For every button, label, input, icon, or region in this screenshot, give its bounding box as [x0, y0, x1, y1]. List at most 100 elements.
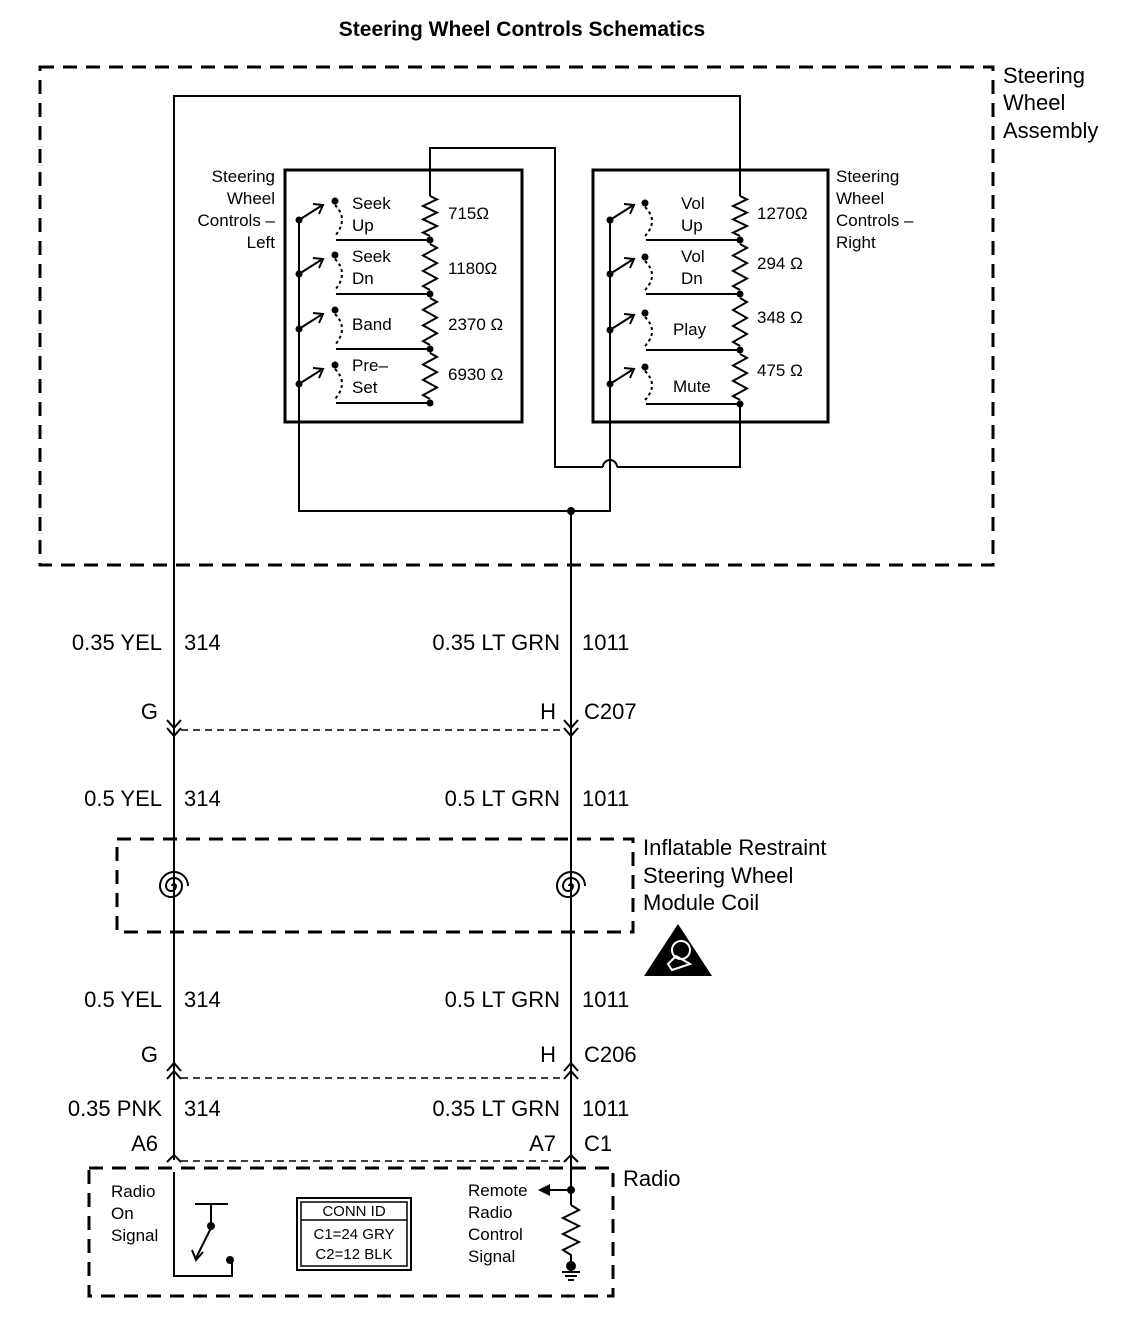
steering-wheel-assembly-boundary [38, 65, 995, 567]
coil-label-1: Inflatable Restraint [643, 835, 826, 860]
seg3-right-circuit: 1011 [582, 987, 629, 1012]
preset-label-1: Pre– [352, 356, 388, 375]
r-1270-label: 1270Ω [757, 204, 808, 223]
right-switch-blade-1 [609, 205, 633, 221]
right-resistor-1 [730, 195, 750, 237]
r-348-label: 348 Ω [757, 308, 803, 327]
assembly-label-line1: Steering [1003, 63, 1085, 88]
preset-label-2: Set [352, 378, 378, 397]
module-coil-boundary [115, 837, 635, 934]
left-controls-label-4: Left [247, 233, 276, 252]
c206-left-pin: G [141, 1042, 158, 1067]
seg3-right-color: 0.5 LT GRN [445, 987, 560, 1012]
conn-id-title: CONN ID [322, 1203, 386, 1220]
right-resistor-2 [730, 243, 750, 291]
right-switch-blade-3 [609, 315, 633, 331]
conn-id-c2: C2=12 BLK [315, 1246, 392, 1263]
assembly-wiring [173, 95, 741, 1160]
seg4-left-circuit: 314 [184, 1096, 221, 1121]
seg1-left-color: 0.35 YEL [72, 630, 162, 655]
right-controls-label-3: Controls – [836, 211, 914, 230]
c207-name: C207 [584, 699, 637, 724]
left-node-4 [426, 399, 434, 407]
left-resistor-4 [420, 352, 440, 400]
left-switch-arrow-4 [312, 367, 325, 379]
assembly-label-line2: Wheel [1003, 90, 1065, 115]
right-switch-arrow-3 [623, 313, 636, 325]
remote-signal-circuit [538, 1160, 582, 1262]
radio-on-signal-1: Radio [111, 1182, 155, 1201]
coil-icon-left [158, 871, 189, 898]
right-resistor-4 [730, 353, 750, 401]
right-node-3 [736, 346, 744, 354]
right-node-2 [736, 290, 744, 298]
right-switch-blade-2 [609, 259, 633, 275]
right-switch-arrow-2 [623, 257, 636, 269]
airbag-warning-icon [644, 924, 712, 976]
left-switch-blade-2 [298, 259, 322, 275]
assembly-label-line3: Assembly [1003, 118, 1098, 143]
radio-boundary [87, 1166, 615, 1298]
remote-signal-3: Control [468, 1225, 523, 1244]
right-switch-actuator-1 [644, 206, 653, 237]
conn-id-table: CONN ID C1=24 GRY C2=12 BLK [296, 1197, 412, 1271]
r-475-label: 475 Ω [757, 361, 803, 380]
right-switch-actuator-2 [644, 260, 653, 291]
seg1-left-circuit: 314 [184, 630, 221, 655]
seg3-left-color: 0.5 YEL [84, 987, 162, 1012]
right-node-1 [736, 236, 744, 244]
remote-signal-1: Remote [468, 1181, 528, 1200]
vol-dn-label-1: Vol [681, 247, 705, 266]
diagram-title: Steering Wheel Controls Schematics [339, 18, 705, 41]
left-controls-label-1: Steering [212, 167, 275, 186]
r-294-label: 294 Ω [757, 254, 803, 273]
seg2-right-circuit: 1011 [582, 786, 629, 811]
left-resistor-ladder [295, 148, 440, 407]
seg2-left-color: 0.5 YEL [84, 786, 162, 811]
left-switch-blade-1 [298, 205, 322, 221]
vol-dn-label-2: Dn [681, 269, 703, 288]
right-resistor-3 [730, 297, 750, 347]
remote-signal-4: Signal [468, 1247, 515, 1266]
left-resistor-1 [420, 195, 440, 237]
left-resistor-2 [420, 243, 440, 291]
r-1180-label: 1180Ω [448, 259, 497, 278]
seek-up-label-2: Up [352, 216, 374, 235]
right-switch-blade-4 [609, 369, 633, 385]
right-switch-arrow-1 [623, 203, 636, 215]
right-controls-box [591, 168, 830, 424]
left-switch-actuator-2 [334, 258, 343, 291]
vol-up-label-2: Up [681, 216, 703, 235]
r-2370-label: 2370 Ω [448, 315, 503, 334]
right-switch-contact-3 [641, 309, 649, 317]
left-switch-contact-1 [331, 197, 339, 205]
coil-icon-right [555, 871, 586, 898]
right-resistor-ladder [606, 185, 750, 408]
vol-up-label-1: Vol [681, 194, 705, 213]
left-switch-arrow-1 [312, 203, 325, 215]
r-715-label: 715Ω [448, 204, 489, 223]
left-switch-blade-3 [298, 314, 322, 330]
radio-right-pin: A7 [529, 1131, 556, 1156]
seek-dn-label-1: Seek [352, 247, 391, 266]
radio-on-switch [173, 1172, 234, 1277]
left-switch-contact-3 [331, 306, 339, 314]
left-switch-arrow-2 [312, 257, 325, 269]
right-switch-actuator-4 [644, 370, 653, 401]
c207-left-pin: G [141, 699, 158, 724]
radio-label: Radio [623, 1166, 680, 1191]
radio-on-signal-3: Signal [111, 1226, 158, 1245]
radio-on-signal-2: On [111, 1204, 134, 1223]
left-node-2 [426, 290, 434, 298]
radio-connector-name: C1 [584, 1131, 612, 1156]
connector-c206: G H C206 [141, 1042, 637, 1080]
junction-dot [567, 507, 575, 515]
right-switch-contact-4 [641, 363, 649, 371]
left-node-1 [426, 236, 434, 244]
left-switch-actuator-4 [334, 368, 343, 400]
seg4-right-color: 0.35 LT GRN [432, 1096, 560, 1121]
left-node-3 [426, 345, 434, 353]
right-controls-label-1: Steering [836, 167, 899, 186]
seg2-right-color: 0.5 LT GRN [445, 786, 560, 811]
